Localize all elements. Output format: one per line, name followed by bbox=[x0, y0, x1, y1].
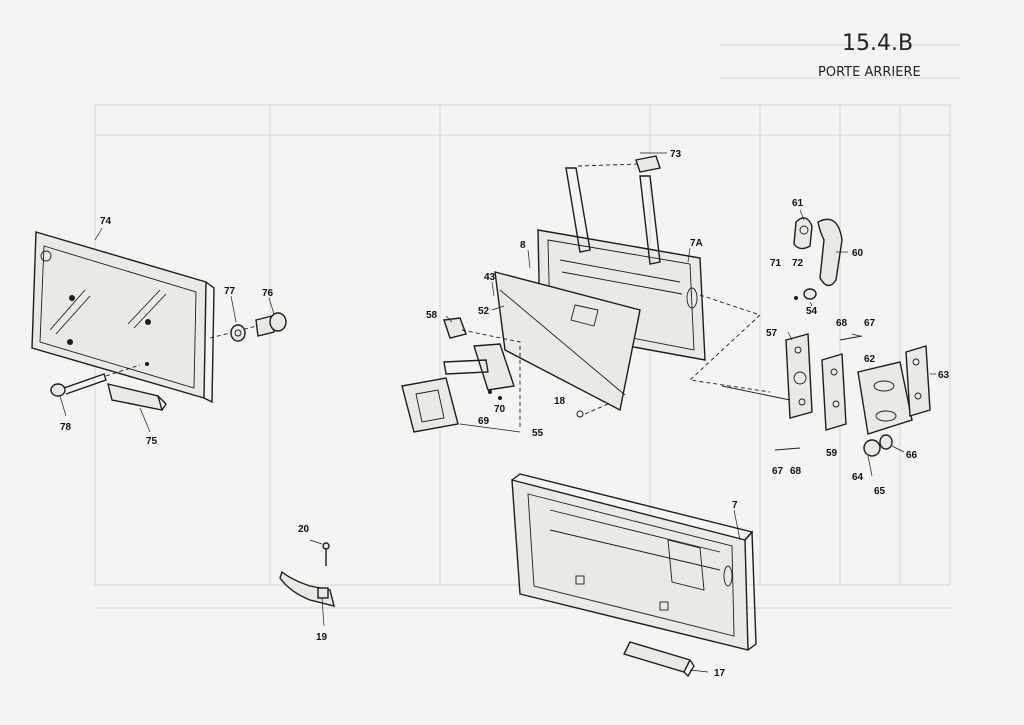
callout-numbers: 73 8 7A 43 52 58 61 71 72 60 54 57 68 67… bbox=[60, 149, 950, 679]
callout-60: 60 bbox=[852, 248, 864, 259]
door-trim-panel bbox=[494, 271, 641, 412]
callout-20: 20 bbox=[298, 524, 310, 535]
callout-65: 65 bbox=[874, 486, 886, 497]
callout-77: 77 bbox=[224, 286, 236, 297]
callout-43: 43 bbox=[484, 272, 496, 283]
callout-64: 64 bbox=[852, 472, 864, 483]
rear-window-glass bbox=[31, 231, 215, 404]
seal-strip bbox=[623, 641, 695, 678]
callout-8: 8 bbox=[520, 240, 526, 251]
callout-68-upper: 68 bbox=[836, 318, 848, 329]
inside-handle-parts bbox=[401, 317, 521, 433]
callout-18: 18 bbox=[554, 396, 566, 407]
callout-75: 75 bbox=[146, 436, 158, 447]
pin-and-lever bbox=[279, 542, 335, 607]
callout-19: 19 bbox=[316, 632, 328, 643]
callout-54: 54 bbox=[806, 306, 818, 317]
callout-61: 61 bbox=[792, 198, 804, 209]
callout-7a: 7A bbox=[690, 238, 703, 249]
callout-7: 7 bbox=[732, 500, 738, 511]
leader-lines bbox=[59, 152, 936, 673]
callout-74: 74 bbox=[100, 216, 112, 227]
callout-73: 73 bbox=[670, 149, 682, 160]
callout-17: 17 bbox=[714, 668, 726, 679]
callout-68-lower: 68 bbox=[790, 466, 802, 477]
callout-76: 76 bbox=[262, 288, 274, 299]
exterior-handle bbox=[793, 217, 843, 300]
lock-assembly bbox=[774, 333, 931, 457]
callout-72: 72 bbox=[792, 258, 804, 269]
sheet-code: 15.4.B bbox=[842, 31, 913, 56]
callout-59: 59 bbox=[826, 448, 838, 459]
callout-71: 71 bbox=[770, 258, 782, 269]
sheet-title: PORTE ARRIERE bbox=[818, 65, 921, 80]
callout-67-lower: 67 bbox=[772, 466, 784, 477]
callout-58: 58 bbox=[426, 310, 438, 321]
screw-and-clip bbox=[50, 364, 167, 411]
callout-66: 66 bbox=[906, 450, 918, 461]
callout-55: 55 bbox=[532, 428, 544, 439]
door-outer-frame bbox=[511, 473, 757, 651]
callout-52: 52 bbox=[478, 306, 490, 317]
washer-and-knob bbox=[209, 312, 287, 342]
callout-69: 69 bbox=[478, 416, 490, 427]
callout-67-upper: 67 bbox=[864, 318, 876, 329]
callout-57: 57 bbox=[766, 328, 778, 339]
callout-63: 63 bbox=[938, 370, 950, 381]
callout-70: 70 bbox=[494, 404, 506, 415]
callout-78: 78 bbox=[60, 422, 72, 433]
callout-62: 62 bbox=[864, 354, 876, 365]
